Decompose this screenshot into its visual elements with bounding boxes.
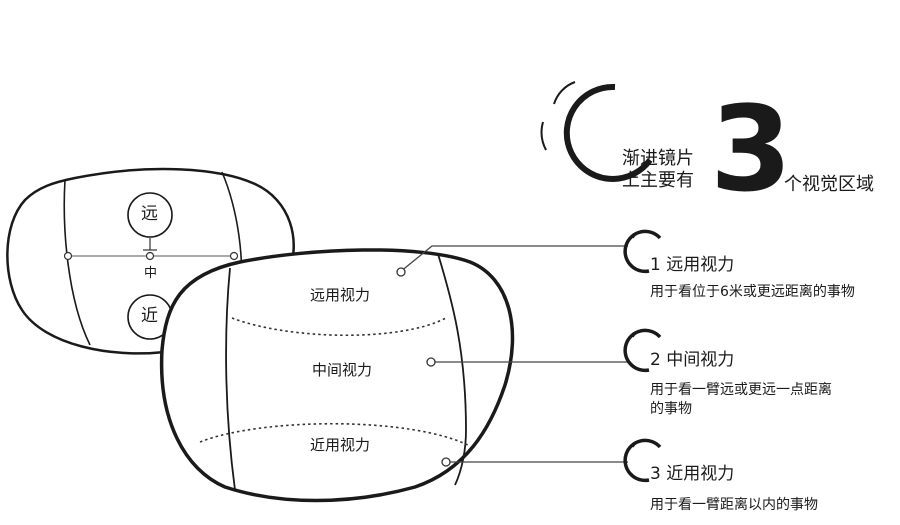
- small-lens-far-label: 远: [141, 204, 158, 224]
- small-lens-left-dot: [63, 251, 73, 261]
- zone-2-title: 2 中间视力: [650, 350, 735, 370]
- zone-2-circle-icon: [623, 328, 662, 373]
- header-ring-icon: [540, 81, 653, 182]
- zone-1-title: 1 远用视力: [650, 255, 735, 275]
- zone-3-circle-icon: [623, 438, 662, 483]
- small-lens-left-divider: [63, 179, 91, 346]
- small-lens-right-dot: [229, 251, 239, 261]
- zone-1-circle-icon: [623, 229, 662, 274]
- header-prefix: 渐进镜片上主要有: [622, 148, 694, 191]
- callout-dot-far: [396, 267, 406, 277]
- small-lens-center-dot: [145, 251, 155, 261]
- big-lens-near-label: 近用视力: [310, 436, 371, 454]
- callout-dot-mid: [426, 357, 436, 367]
- small-lens-far-circle: [127, 192, 173, 238]
- big-lens-left-divider: [225, 267, 236, 491]
- header-suffix: 个视觉区域: [784, 174, 874, 195]
- big-lens-far-label: 远用视力: [310, 286, 371, 304]
- zone-2-description: 用于看一臂远或更远一点距离的事物: [650, 382, 832, 417]
- callout-dot-near: [441, 457, 451, 467]
- small-lens-center-label: 中: [144, 266, 158, 281]
- big-lens-lower-boundary: [199, 422, 471, 447]
- small-lens-near-label: 近: [141, 306, 158, 326]
- zone-3-title: 3 近用视力: [650, 464, 735, 484]
- header-number: 3: [710, 80, 793, 218]
- big-lens-mid-label: 中间视力: [312, 361, 373, 379]
- zone-3-description: 用于看一臂距离以内的事物: [650, 497, 818, 513]
- callout-line-far: [399, 245, 628, 273]
- big-lens-outline: [159, 248, 515, 503]
- zone-1-description: 用于看位于6米或更远距离的事物: [650, 284, 855, 300]
- big-lens-right-divider: [437, 253, 467, 486]
